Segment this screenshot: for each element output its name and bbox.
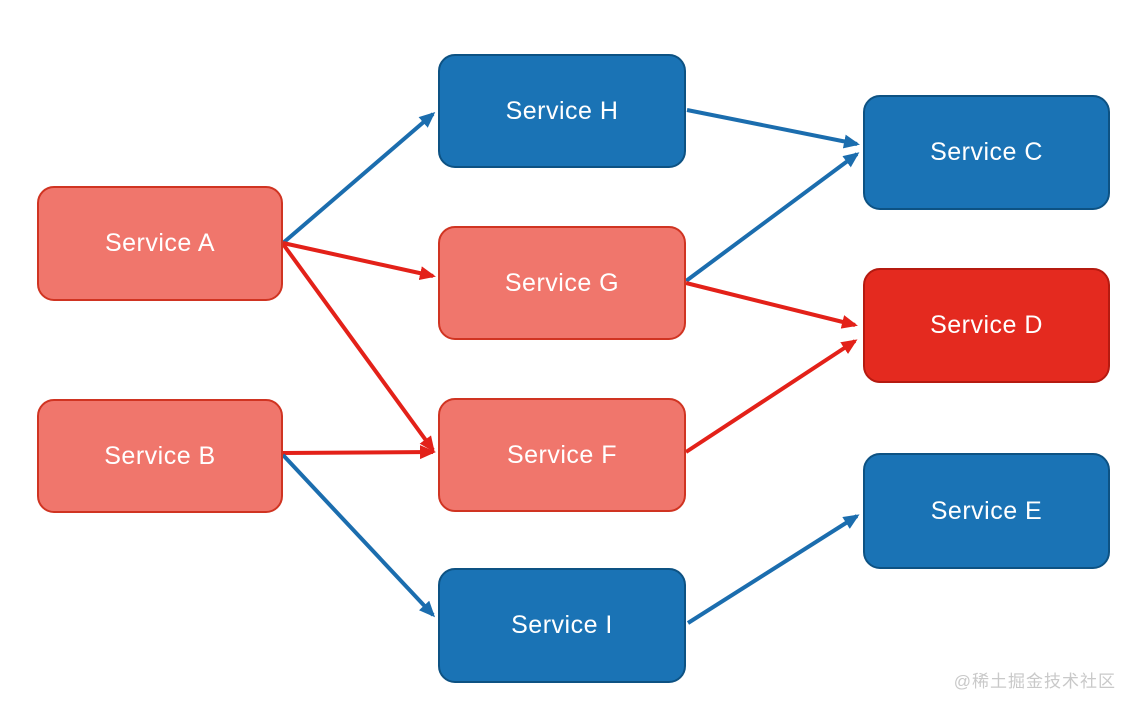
node-service-f: Service F — [438, 398, 686, 512]
node-label: Service D — [930, 311, 1043, 339]
edge-service-a-to-service-h — [281, 112, 436, 245]
edge-service-a-to-service-f — [281, 242, 435, 453]
node-label: Service A — [104, 229, 216, 257]
node-label: Service I — [511, 611, 613, 639]
edge-service-f-to-service-d — [684, 339, 858, 454]
node-label: Service E — [930, 496, 1043, 525]
node-service-i: Service I — [438, 568, 686, 683]
node-label: Service B — [104, 441, 216, 470]
node-label: Service H — [505, 96, 619, 125]
node-service-h: Service H — [438, 54, 686, 168]
node-service-a: Service A — [37, 186, 283, 301]
node-service-c: Service C — [863, 95, 1110, 210]
node-service-b: Service B — [37, 399, 283, 513]
node-label: Service G — [504, 268, 620, 297]
edge-service-g-to-service-c — [684, 152, 860, 283]
node-label: Service C — [930, 138, 1043, 166]
edge-service-b-to-service-f — [282, 445, 436, 460]
node-service-g: Service G — [438, 226, 686, 340]
node-service-d: Service D — [863, 268, 1110, 383]
node-label: Service F — [506, 440, 618, 469]
node-service-e: Service E — [863, 453, 1110, 569]
edge-service-i-to-service-e — [686, 514, 860, 625]
edge-service-b-to-service-i — [281, 453, 436, 618]
edge-service-h-to-service-c — [686, 108, 860, 149]
watermark: @稀土掘金技术社区 — [953, 672, 1116, 691]
edge-service-g-to-service-d — [685, 281, 858, 329]
edge-service-a-to-service-g — [282, 241, 436, 281]
